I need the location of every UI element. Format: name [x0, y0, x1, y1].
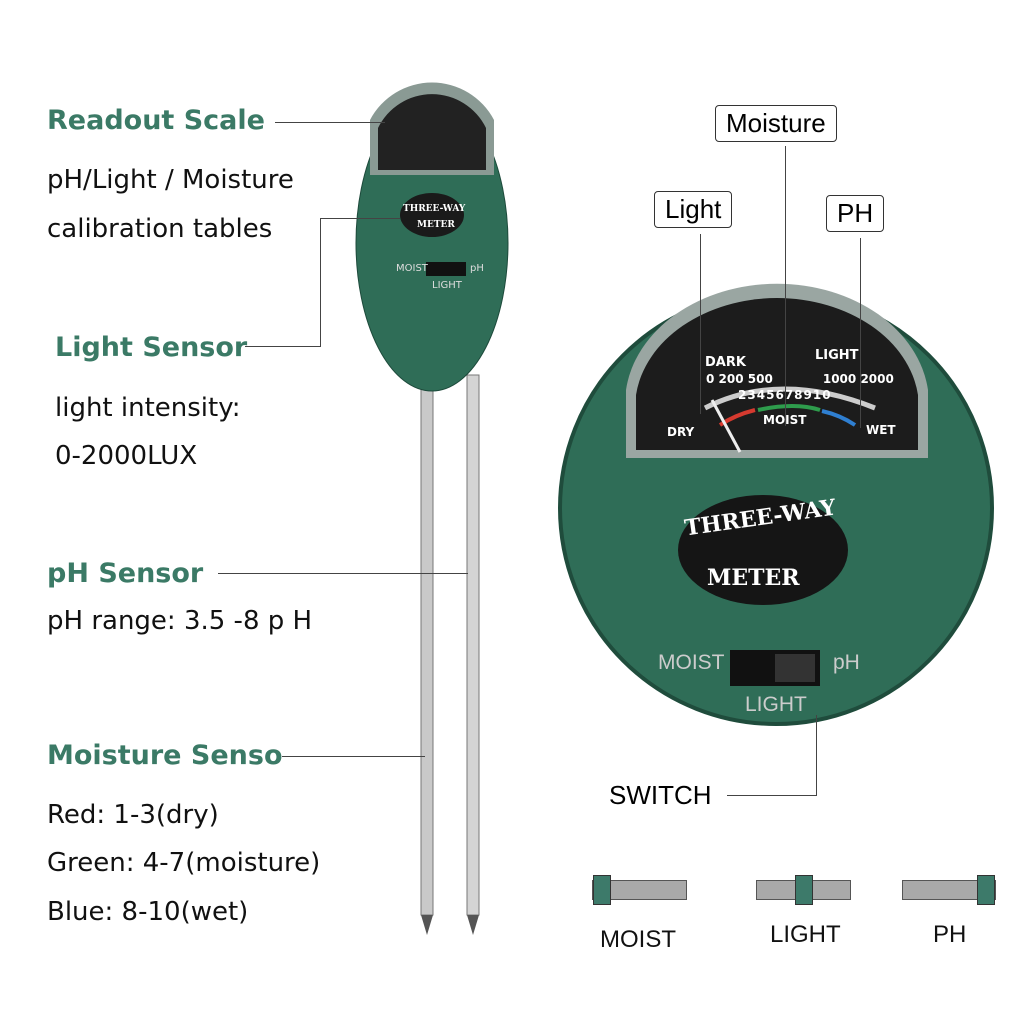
- light-desc-1: light intensity:: [55, 393, 241, 423]
- moisture-desc-blue: Blue: 8-10(wet): [47, 897, 249, 927]
- ph-sensor-title: pH Sensor: [47, 558, 204, 589]
- light-sensor-title: Light Sensor: [55, 332, 248, 363]
- small-switch-bottom: LIGHT: [432, 280, 462, 291]
- small-brand-bottom: METER: [417, 220, 455, 230]
- moist-label: MOIST: [763, 413, 806, 427]
- ph-desc: pH range: 3.5 -8 p H: [47, 606, 313, 636]
- probe-tip-left: [421, 915, 433, 935]
- callout-switch: SWITCH: [609, 780, 712, 810]
- switch-knob: [795, 875, 813, 905]
- needle: [710, 399, 742, 453]
- probe-left: [420, 374, 434, 916]
- switch-label-ph: PH: [933, 921, 967, 948]
- probe-right: [466, 374, 480, 916]
- readout-desc-2: calibration tables: [47, 214, 273, 244]
- switch-label-moist: MOIST: [600, 926, 676, 953]
- switch-knob: [977, 875, 995, 905]
- small-switch-right: pH: [470, 263, 484, 274]
- callout-moisture: Moisture: [715, 105, 837, 142]
- switch-label-light: LIGHT: [770, 921, 841, 948]
- moisture-desc-red: Red: 1-3(dry): [47, 800, 219, 830]
- small-switch-left: MOIST: [396, 263, 428, 274]
- big-switch-right: pH: [833, 651, 860, 674]
- big-switch-bottom: LIGHT: [745, 693, 807, 716]
- switch-knob: [593, 875, 611, 905]
- readout-desc-1: pH/Light / Moisture: [47, 165, 294, 195]
- big-switch-left: MOIST: [658, 651, 725, 674]
- moist-ticks: 2345678910: [738, 388, 832, 402]
- callout-light: Light: [654, 191, 733, 228]
- switch-diagram-light: [756, 875, 851, 905]
- readout-title: Readout Scale: [47, 105, 265, 136]
- small-brand-top: THREE-WAY: [403, 204, 466, 214]
- callout-ph: PH: [826, 195, 885, 232]
- wet-label: WET: [866, 423, 896, 437]
- small-brand-badge: [400, 193, 464, 237]
- big-brand-badge: [678, 495, 848, 605]
- dark-label: DARK: [705, 355, 746, 370]
- big-brand-bottom: METER: [707, 565, 800, 591]
- light-scale-label: LIGHT: [815, 348, 859, 363]
- moisture-sensor-title: Moisture Senso: [47, 740, 283, 771]
- probe-tip-right: [467, 915, 479, 935]
- switch-diagram-moist: [592, 875, 687, 905]
- switch-diagram-ph: [902, 875, 996, 905]
- dry-label: DRY: [667, 425, 695, 439]
- light-desc-2: 0-2000LUX: [55, 441, 198, 471]
- moisture-desc-green: Green: 4-7(moisture): [47, 848, 321, 878]
